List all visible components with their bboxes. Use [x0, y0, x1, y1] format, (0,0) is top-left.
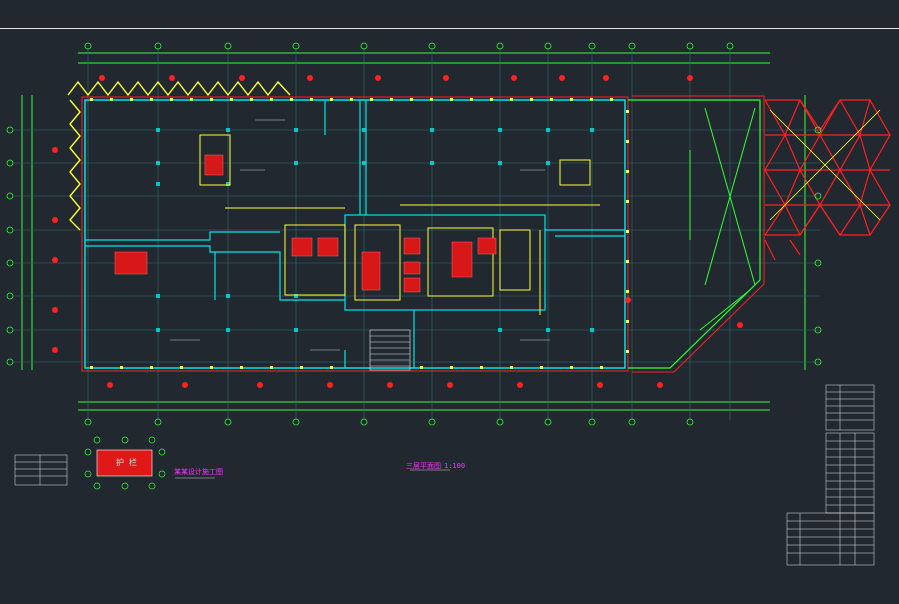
truss-bracing: [769, 109, 881, 221]
column-grid-bubble-icon: [6, 42, 822, 426]
detail-block-svg: [84, 436, 166, 490]
central-stair: [369, 329, 411, 371]
drawing-title: 三层平面图: [406, 462, 441, 470]
drawing-scale: 1:100: [444, 462, 466, 470]
dimension-lines: [21, 52, 806, 411]
core-walls: [199, 134, 600, 315]
zigzag-railing: [67, 80, 291, 231]
section-marker-icon: [52, 75, 743, 388]
atrium-diagonals: [689, 107, 756, 331]
stairs-elevators: [114, 154, 497, 293]
cad-top-border: [0, 0, 899, 29]
building-outline: [81, 95, 765, 373]
perimeter-posts: [90, 98, 629, 369]
grid-axes: [14, 48, 820, 420]
interior-columns: [156, 128, 594, 332]
detail-block-label: 护 栏: [116, 458, 137, 467]
right-legend-tables: [786, 384, 875, 566]
detail-title: 某某设计施工图: [174, 468, 223, 476]
left-legend-table: [14, 454, 68, 486]
annotation-leaders: [170, 119, 550, 479]
roof-truss: [764, 99, 891, 261]
